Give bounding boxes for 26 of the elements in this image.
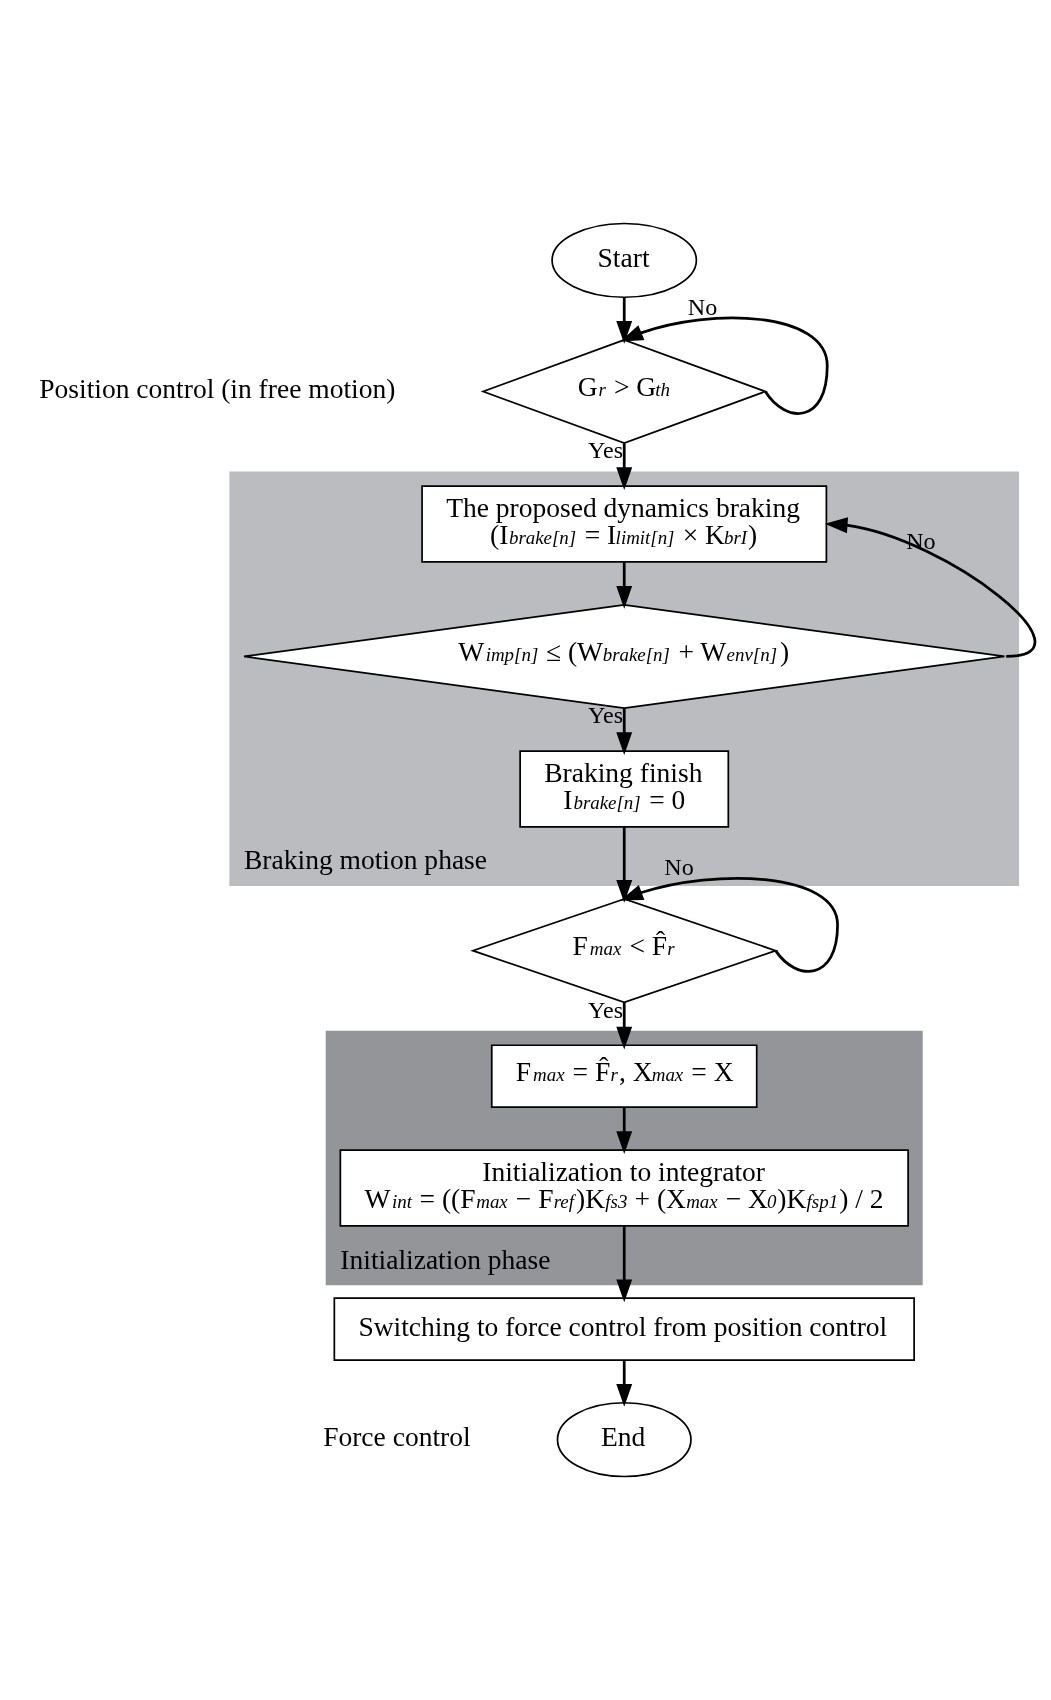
label: Force control — [323, 1421, 471, 1453]
arrow — [616, 297, 633, 344]
arrow — [616, 1002, 633, 1050]
node-diamond: Wimp[n] ≤ (Wbrake[n] + Wenv[n]) — [243, 603, 1006, 709]
arrow — [616, 1360, 633, 1407]
arrow — [620, 877, 839, 973]
arrow — [616, 1225, 633, 1303]
node-box: Braking finish Ibrake[n] = 0 — [519, 750, 730, 828]
label: Position control (in free motion) — [39, 373, 396, 405]
node-box: Fmax = F̂r, Xmax = X — [490, 1044, 758, 1109]
node-diamond: Fmax < F̂r — [470, 898, 779, 1004]
node-ellipse: Start — [551, 222, 698, 299]
arrow — [616, 562, 633, 609]
edge-label: No — [906, 528, 936, 555]
arrow — [616, 827, 633, 903]
arrow — [824, 517, 1036, 658]
arrow — [620, 316, 829, 415]
arrow — [616, 1107, 633, 1154]
node-ellipse: End — [556, 1401, 692, 1478]
node-diamond: Gr > Gth — [480, 338, 768, 444]
node-box: Initialization to integrator Wint = ((Fmax − Fref)Kfs3 + (Xmax − X0)Kfsp1) / 2 — [339, 1149, 909, 1227]
arrow — [616, 708, 633, 756]
edge-label: No — [664, 853, 694, 880]
arrow — [616, 443, 633, 491]
node-box: The proposed dynamics braking (Ibrake[n] = Ilimit[n] × KbrI) — [421, 485, 828, 563]
node-box: Switching to force control from position control — [333, 1297, 915, 1361]
